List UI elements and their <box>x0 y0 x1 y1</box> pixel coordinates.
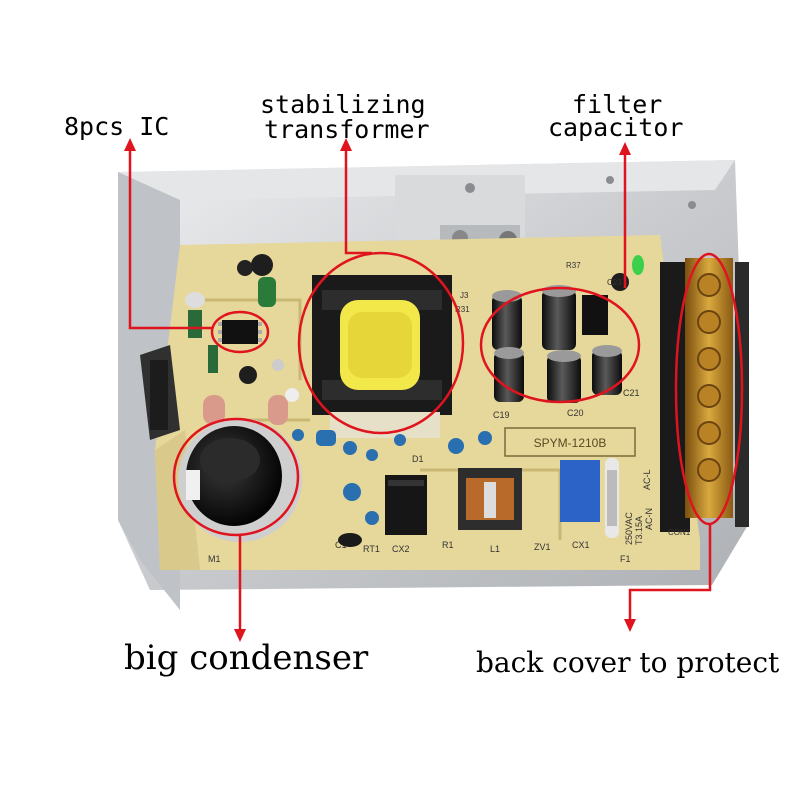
con1-marking: CON1 <box>668 528 691 537</box>
cover-label: back cover to protect <box>476 646 780 679</box>
capacitor-arrowhead <box>619 142 631 155</box>
annotation-markers <box>128 148 744 630</box>
ic-label: 8pcs IC <box>64 112 170 141</box>
c19-marking: C19 <box>493 410 510 420</box>
f1-marking: F1 <box>620 554 631 564</box>
transformer <box>312 275 452 438</box>
cx2-marking: CX2 <box>392 544 410 554</box>
c23-marking: C23 <box>607 278 622 287</box>
ic-chip <box>218 320 262 344</box>
r37-marking: R37 <box>566 261 581 270</box>
c1-marking: C1 <box>335 540 347 550</box>
cx1-marking: CX1 <box>572 540 590 550</box>
capacitor-label-line2: capacitor <box>548 113 684 142</box>
c21-marking: C21 <box>623 388 640 398</box>
terminal-block: CON1 <box>660 258 749 537</box>
fuse-current-marking: T3.15A <box>634 516 644 545</box>
condenser-arrowhead <box>234 629 246 642</box>
transformer-label-line1: stabilizing <box>260 90 426 119</box>
c20-marking: C20 <box>567 408 584 418</box>
d1-marking: D1 <box>412 454 424 464</box>
cover-arrowhead <box>624 619 636 632</box>
r1-marking: R1 <box>442 540 454 550</box>
ic-arrowhead <box>124 138 136 151</box>
small-components-left <box>185 254 304 441</box>
condenser-highlight-ellipse <box>172 417 300 537</box>
fuse-voltage-marking: 250VAC <box>624 512 634 545</box>
capacitor-highlight-ellipse <box>479 286 641 404</box>
capacitor-label-line1: filter <box>572 90 663 119</box>
model-marking: SPYM-1210B <box>534 436 607 450</box>
j3-marking: J3 <box>460 291 469 300</box>
filter-capacitors: C19 C20 C21 C23 R37 J3 R31 <box>455 255 644 420</box>
heatsink <box>140 345 180 440</box>
transformer-highlight-ellipse <box>297 251 465 435</box>
rt1-marking: RT1 <box>363 544 380 554</box>
condenser-label: big condenser <box>124 638 369 678</box>
transformer-label-line2: transformer <box>264 115 430 144</box>
zv1-marking: ZV1 <box>534 542 551 552</box>
ic-leader-line <box>128 148 212 330</box>
transformer-leader-line <box>344 148 372 255</box>
r31-marking: R31 <box>455 305 470 314</box>
annotation-arrowheads <box>124 138 636 642</box>
ac-n-marking: AC-N <box>644 508 654 530</box>
transformer-arrowhead <box>340 138 352 151</box>
ac-l-marking: AC-L <box>642 469 652 490</box>
m1-marking: M1 <box>208 554 221 564</box>
big-condenser: M1 C1 <box>178 418 347 564</box>
cover-leader-line <box>628 524 712 620</box>
l1-marking: L1 <box>490 544 500 554</box>
ic-highlight-ellipse <box>210 310 270 354</box>
lower-components: D1 RT1 CX2 R1 L1 ZV1 CX1 F1 250VAC T3.15… <box>316 430 654 564</box>
